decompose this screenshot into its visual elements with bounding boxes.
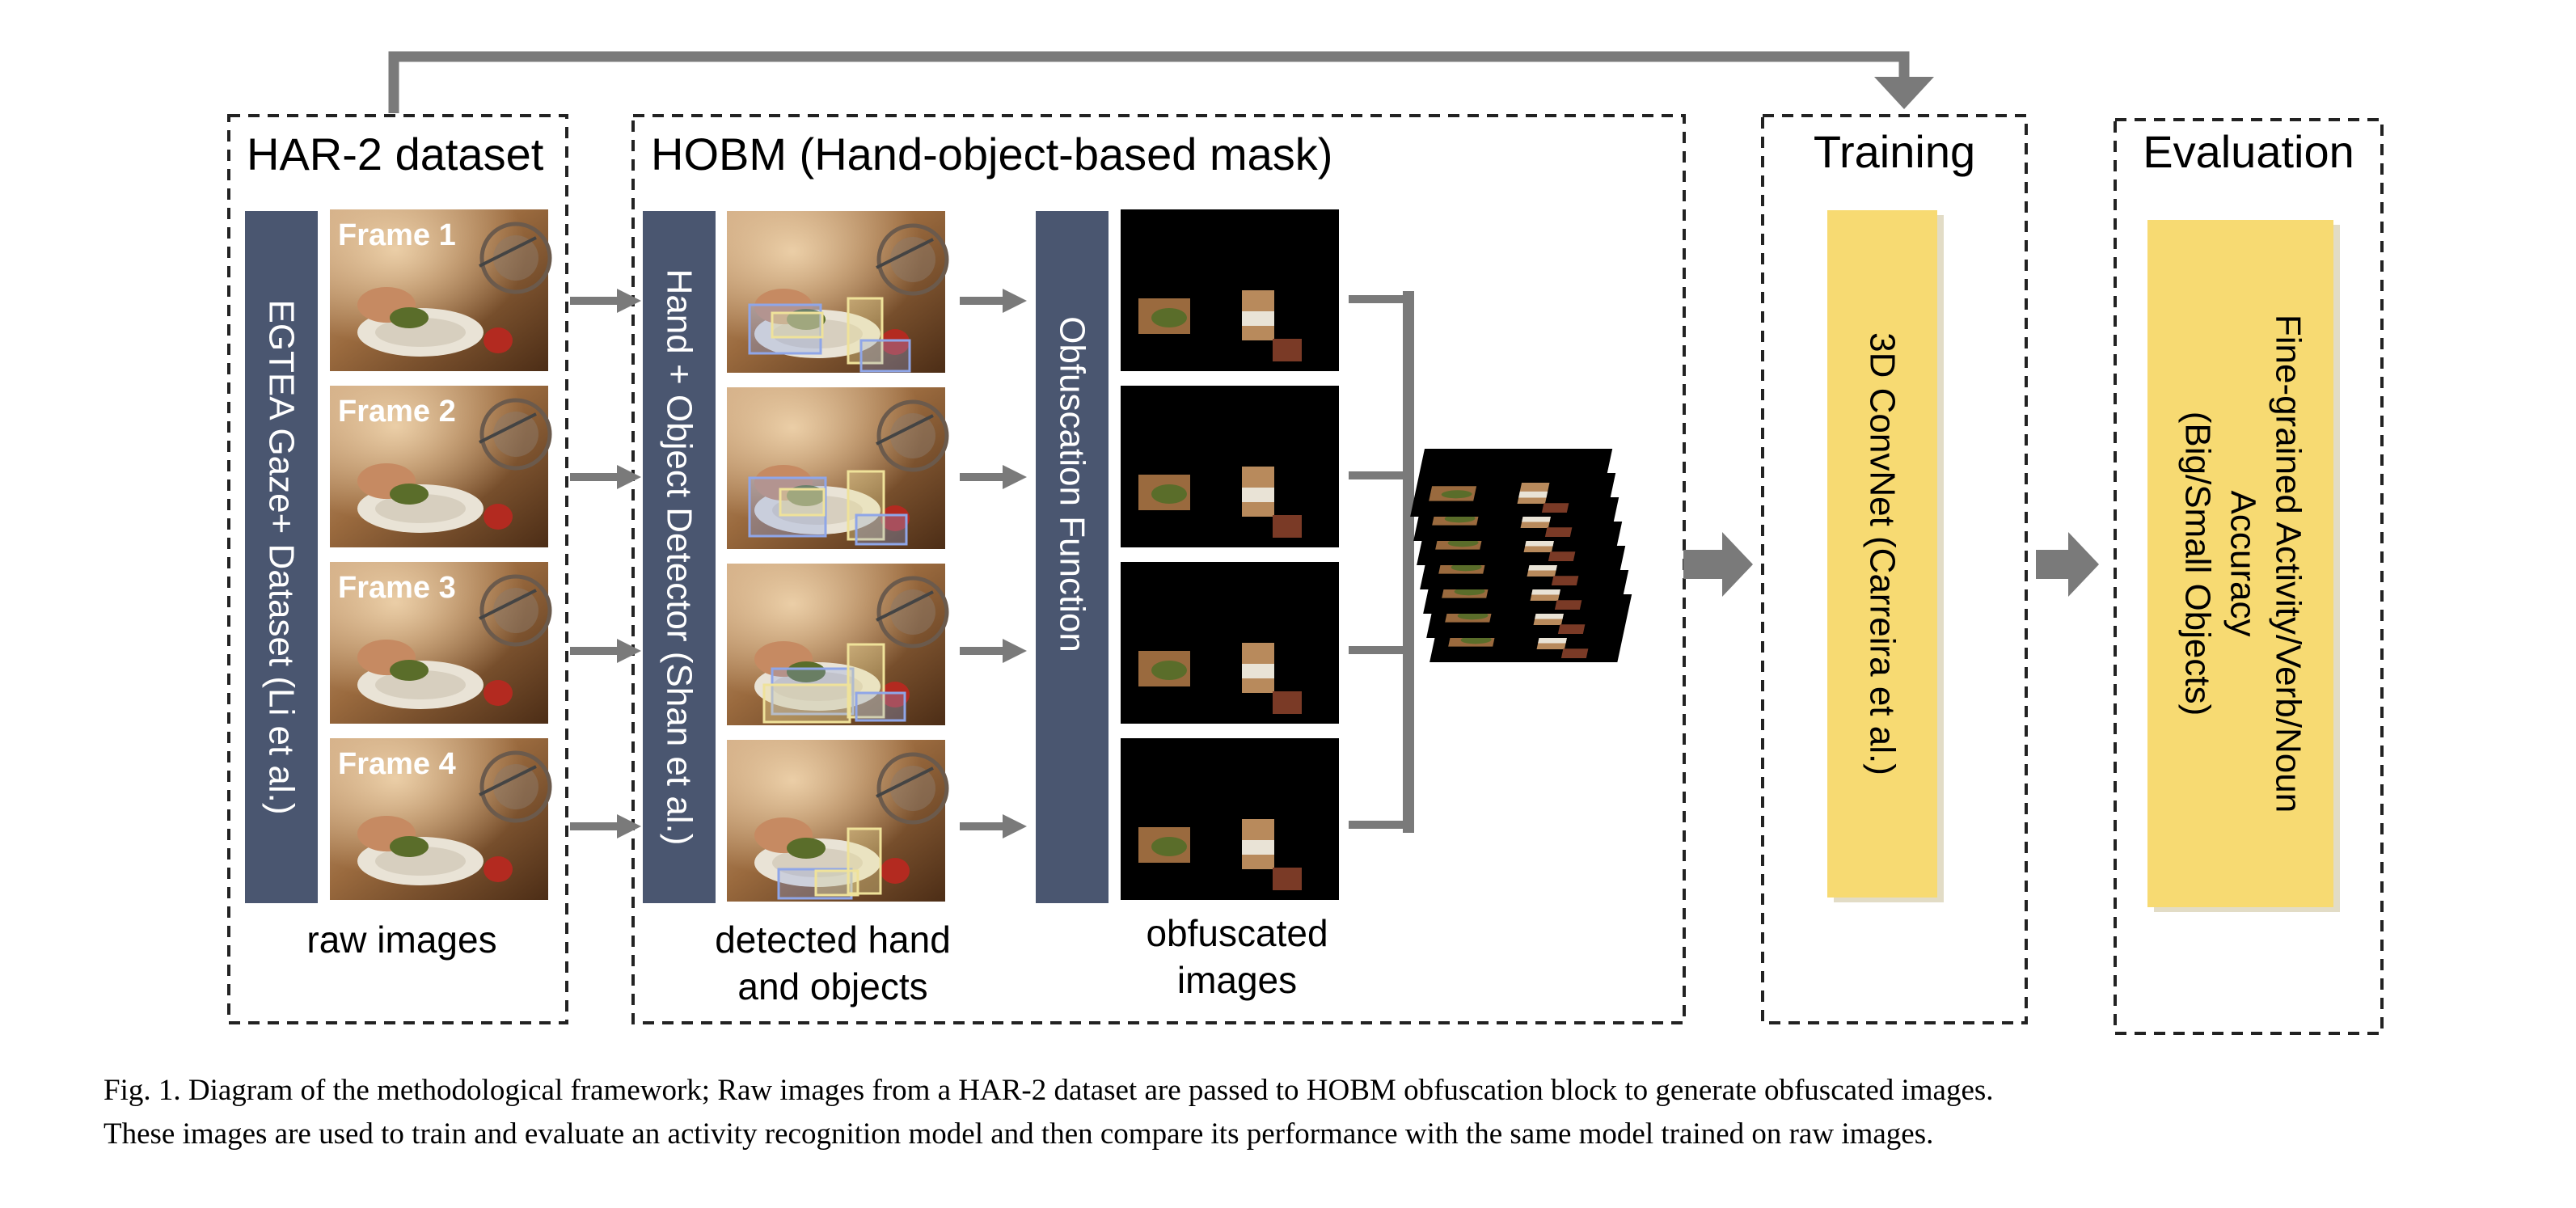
hobm-title: HOBM (Hand-object-based mask): [651, 129, 1332, 180]
detected-label-line1: detected hand: [715, 919, 951, 961]
merge-bracket: [1349, 291, 1414, 833]
obfuscated-frame-3: [1121, 562, 1339, 724]
obfuscated-frame-4: [1121, 738, 1339, 900]
raw-to-detector-arrows: [570, 289, 641, 838]
frame-label-1: Frame 1: [338, 218, 456, 252]
detected-label-line2: and objects: [737, 965, 927, 1007]
accuracy-panel-line3: (Big/Small Objects): [2178, 412, 2218, 716]
raw-images-label: raw images: [306, 919, 496, 961]
evaluation-section: [2114, 118, 2384, 1035]
raw-frame-1: Frame 1: [330, 209, 550, 371]
detected-frame-4: [727, 740, 947, 902]
training-to-evaluation-arrow: [2036, 532, 2099, 597]
figure-caption: Fig. 1. Diagram of the methodological fr…: [103, 1069, 2513, 1156]
detected-frame-2: [727, 387, 947, 549]
accuracy-panel: [2147, 220, 2333, 907]
evaluation-title: Evaluation: [2143, 126, 2354, 177]
dataset-panel-label: EGTEA Gaze+ Dataset (Li et al.): [262, 299, 302, 814]
har2-title: HAR-2 dataset: [247, 129, 544, 180]
convnet-panel-label: 3D ConvNet (Carreira et al.): [1863, 332, 1902, 775]
accuracy-panel-line2: Accuracy: [2223, 491, 2263, 637]
stack-to-training-arrow: [1683, 532, 1753, 597]
obfuscated-frame-2: [1121, 386, 1339, 547]
accuracy-panel-line1: Fine-grained Activity/Verb/Noun: [2269, 315, 2308, 813]
caption-line-1: Fig. 1. Diagram of the methodological fr…: [103, 1074, 1994, 1107]
obfuscated-label-line1: obfuscated: [1146, 912, 1328, 954]
obfuscation-panel-label: Obfuscation Function: [1053, 316, 1092, 653]
training-title: Training: [1814, 126, 1975, 177]
detected-frame-1: [727, 211, 947, 373]
dataset-panel: [245, 211, 318, 903]
detector-panel: [643, 211, 716, 903]
detector-to-obfuscation-arrows: [960, 289, 1027, 838]
obfuscated-stack: [1410, 449, 1632, 662]
training-section: [1761, 114, 2028, 1024]
convnet-panel: [1827, 210, 1937, 898]
obfuscated-frame-1: [1121, 209, 1339, 371]
raw-to-training-arrowhead: [1874, 77, 1934, 109]
raw-frame-4: Frame 4: [330, 738, 550, 900]
caption-line-2: These images are used to train and evalu…: [103, 1117, 1934, 1151]
detector-panel-label: Hand + Object Detector (Shan et al.): [660, 269, 699, 846]
frame-label-2: Frame 2: [338, 395, 456, 429]
raw-frame-2: Frame 2: [330, 386, 550, 547]
raw-to-training-arrow: [388, 51, 1910, 113]
detected-frame-3: [727, 564, 947, 725]
frame-label-4: Frame 4: [338, 747, 456, 781]
obfuscated-label-line2: images: [1177, 959, 1297, 1001]
frame-label-3: Frame 3: [338, 571, 456, 605]
raw-frame-3: Frame 3: [330, 562, 550, 724]
obfuscation-panel: [1036, 211, 1109, 903]
